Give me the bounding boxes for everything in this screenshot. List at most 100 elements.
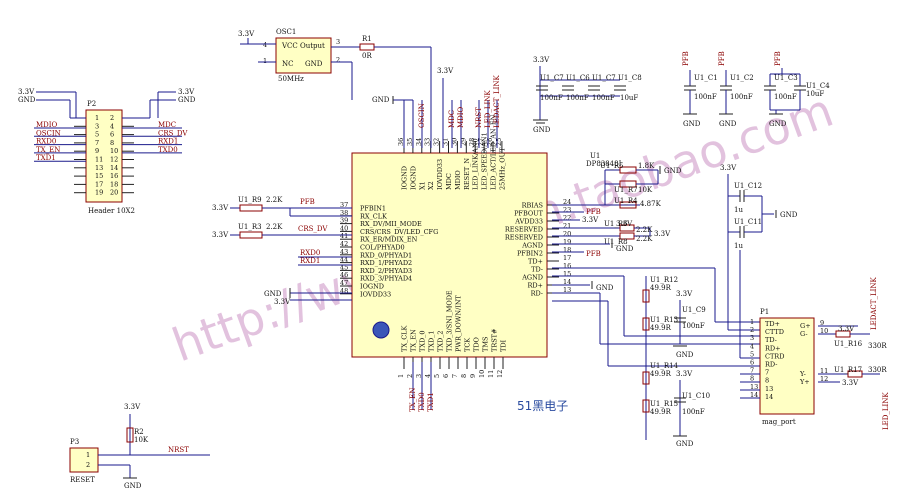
u1-pin-number: 20: [563, 230, 571, 238]
header-right-net: TXD0: [158, 146, 178, 154]
u1-pin-name: TDI: [500, 339, 508, 352]
header-pin-number: 15: [95, 172, 103, 180]
header-pin-number: 7: [95, 139, 99, 147]
u1-pin-number: 33: [424, 138, 432, 146]
u1-pin-name: CRS/CRS_DV/LED_CFG: [360, 228, 438, 236]
u1-pin-number: 35: [406, 138, 414, 146]
u1-pin-number: 36: [397, 138, 405, 146]
u1-pin-number: 3: [415, 374, 423, 378]
p2-name: Header 10X2: [88, 207, 135, 215]
cap-c6-ref: U1_C6: [566, 74, 590, 82]
reserved-3v3: 3.3V: [654, 230, 671, 238]
header-pin-number: 16: [110, 172, 118, 180]
magjack-pin-number: 3: [750, 334, 754, 342]
osc1-nc-pin: NC: [282, 60, 293, 68]
u1-pin-number: 37: [340, 201, 348, 209]
p2-left-gnd: GND: [18, 96, 36, 104]
p3-gnd: GND: [124, 482, 142, 490]
r9-ref: U1_R9: [238, 196, 262, 204]
u1-pin-number: 34: [415, 138, 423, 146]
u1-pin-name: MDC: [445, 173, 453, 190]
net-led-link-right: LED_LINK: [882, 392, 890, 430]
u1-pin-name: TDO: [473, 337, 481, 352]
u1-pin-number: 19: [563, 238, 571, 246]
u1-pin-number: 43: [340, 248, 348, 256]
u1-pin-name: PFBIN1: [360, 205, 386, 213]
u1-pin-name: RXD_0/PHYAD1: [360, 251, 412, 259]
net-ledact-right: LEDACT_LINK: [870, 277, 878, 330]
u1-pin-number: 27: [477, 138, 485, 146]
header-pin-number: 3: [95, 122, 99, 130]
cap-c8-ref: U1_C8: [618, 74, 642, 82]
magjack-pin-number: 5: [750, 350, 754, 358]
u1-pin-name: TD-: [531, 266, 543, 274]
rxd0-left-net: RXD0: [300, 249, 320, 257]
u1-pin-number: 1: [397, 374, 405, 378]
cap-c7b-ref: U1_C7: [592, 74, 616, 82]
u1-pin-name: RESERVED: [505, 226, 543, 234]
u1-pin-number: 48: [340, 287, 348, 295]
reset-p3: P3 RESET 1 2 GND 3.3V R2 10K NRST: [69, 403, 210, 490]
u1-pin-name: 25MHz_OUT: [498, 147, 506, 190]
u1-pin-number: 30: [450, 138, 458, 146]
u1-pin-name: LED_SPEED/AN1: [481, 132, 489, 190]
u1-pin-name: RXD_1/PHYAD2: [360, 259, 412, 267]
r4-ref: U1_R4: [614, 197, 638, 205]
cap-c2-val: 100nF: [730, 93, 753, 101]
pfb-c3: PFB: [774, 51, 782, 66]
r12-val: 49.9R: [650, 284, 672, 292]
u1-pin-name: AVDD33: [514, 218, 543, 226]
cap-c6-val: 100nF: [566, 94, 589, 102]
u1-pin-name: AGND: [521, 242, 543, 250]
magjack-pin-number: 12: [820, 375, 828, 383]
r17-val: 330R: [868, 366, 887, 374]
r16-ref: U1_R16: [834, 340, 863, 348]
r14-ref: U1_R14: [650, 362, 679, 370]
r16-val: 330R: [868, 342, 887, 350]
u1-right-connections: PFB 3.3V U1_R5 1.8K U1_R7 10K GND U1_R4 …: [552, 162, 760, 367]
r5-gnd: GND: [664, 167, 682, 175]
u1-pin-name: LED_LINK/AN0: [472, 138, 480, 190]
u1-pin-name: IOGND: [401, 166, 409, 190]
pfb-right-net-2: PFB: [586, 250, 601, 258]
magjack-pin-name: Y+: [799, 378, 810, 386]
left-3v3-r9: 3.3V: [212, 204, 229, 212]
magjack-pin-number: 9: [820, 319, 824, 327]
magjack-pin-name: TD-: [765, 336, 777, 344]
magjack-pin-name: 7: [765, 369, 769, 377]
reserved-3v3-b: 3.3V: [616, 220, 633, 228]
magjack-pin-number: 2: [750, 326, 754, 334]
g-3v3: 3.3V: [838, 325, 855, 333]
r2-ref: R2: [134, 428, 144, 436]
magjack-pin-number: 4: [750, 342, 754, 350]
magjack-pin-number: 14: [750, 391, 758, 399]
u1-pin-number: 14: [563, 278, 571, 286]
osc1-ref: OSC1: [276, 28, 296, 36]
osc1-freq: 50MHz: [278, 75, 304, 83]
net-mdc-top: MDC: [448, 110, 456, 128]
r15-val: 49.9R: [650, 408, 672, 416]
u1-pin-number: 40: [340, 224, 348, 232]
u1-right-pins: 24RBIAS23PFBOUT22AVDD3321RESERVED20RESER…: [505, 198, 571, 298]
u1-pin-name: RX_ER/MDIX_EN: [360, 236, 418, 244]
p1-part: mag_port: [762, 418, 796, 426]
u1-pin-number: 44: [340, 256, 348, 264]
u1-bottom-pins: 1TX_CLK2TX_EN3TXD_04TXD_15TXD_26TXD_3/SN…: [397, 290, 508, 378]
left-3v3-48: 3.3V: [274, 298, 291, 306]
u1-pin-number: 17: [563, 254, 571, 262]
header-right-net: MDC: [158, 121, 176, 129]
header-pin-number: 20: [110, 189, 118, 197]
magjack-pin-number: 6: [750, 359, 754, 367]
cap-c4-ref: U1_C4: [806, 82, 830, 90]
u1-pin-number: 28: [468, 138, 476, 146]
net-ledact-top: LEDACT_LINK: [493, 75, 501, 128]
header-pin-number: 6: [110, 131, 114, 139]
pfb-right-net: PFB: [586, 208, 601, 216]
header-left-net: OSCIN: [36, 129, 61, 137]
magjack-pin-number: 7: [750, 367, 754, 375]
cap-c12-val: 1u: [734, 206, 743, 214]
c2-gnd: GND: [719, 120, 737, 128]
header-pin-number: 1: [95, 114, 99, 122]
c9-3v3: 3.3V: [676, 290, 693, 298]
r3-ref: U1_R3: [238, 223, 262, 231]
